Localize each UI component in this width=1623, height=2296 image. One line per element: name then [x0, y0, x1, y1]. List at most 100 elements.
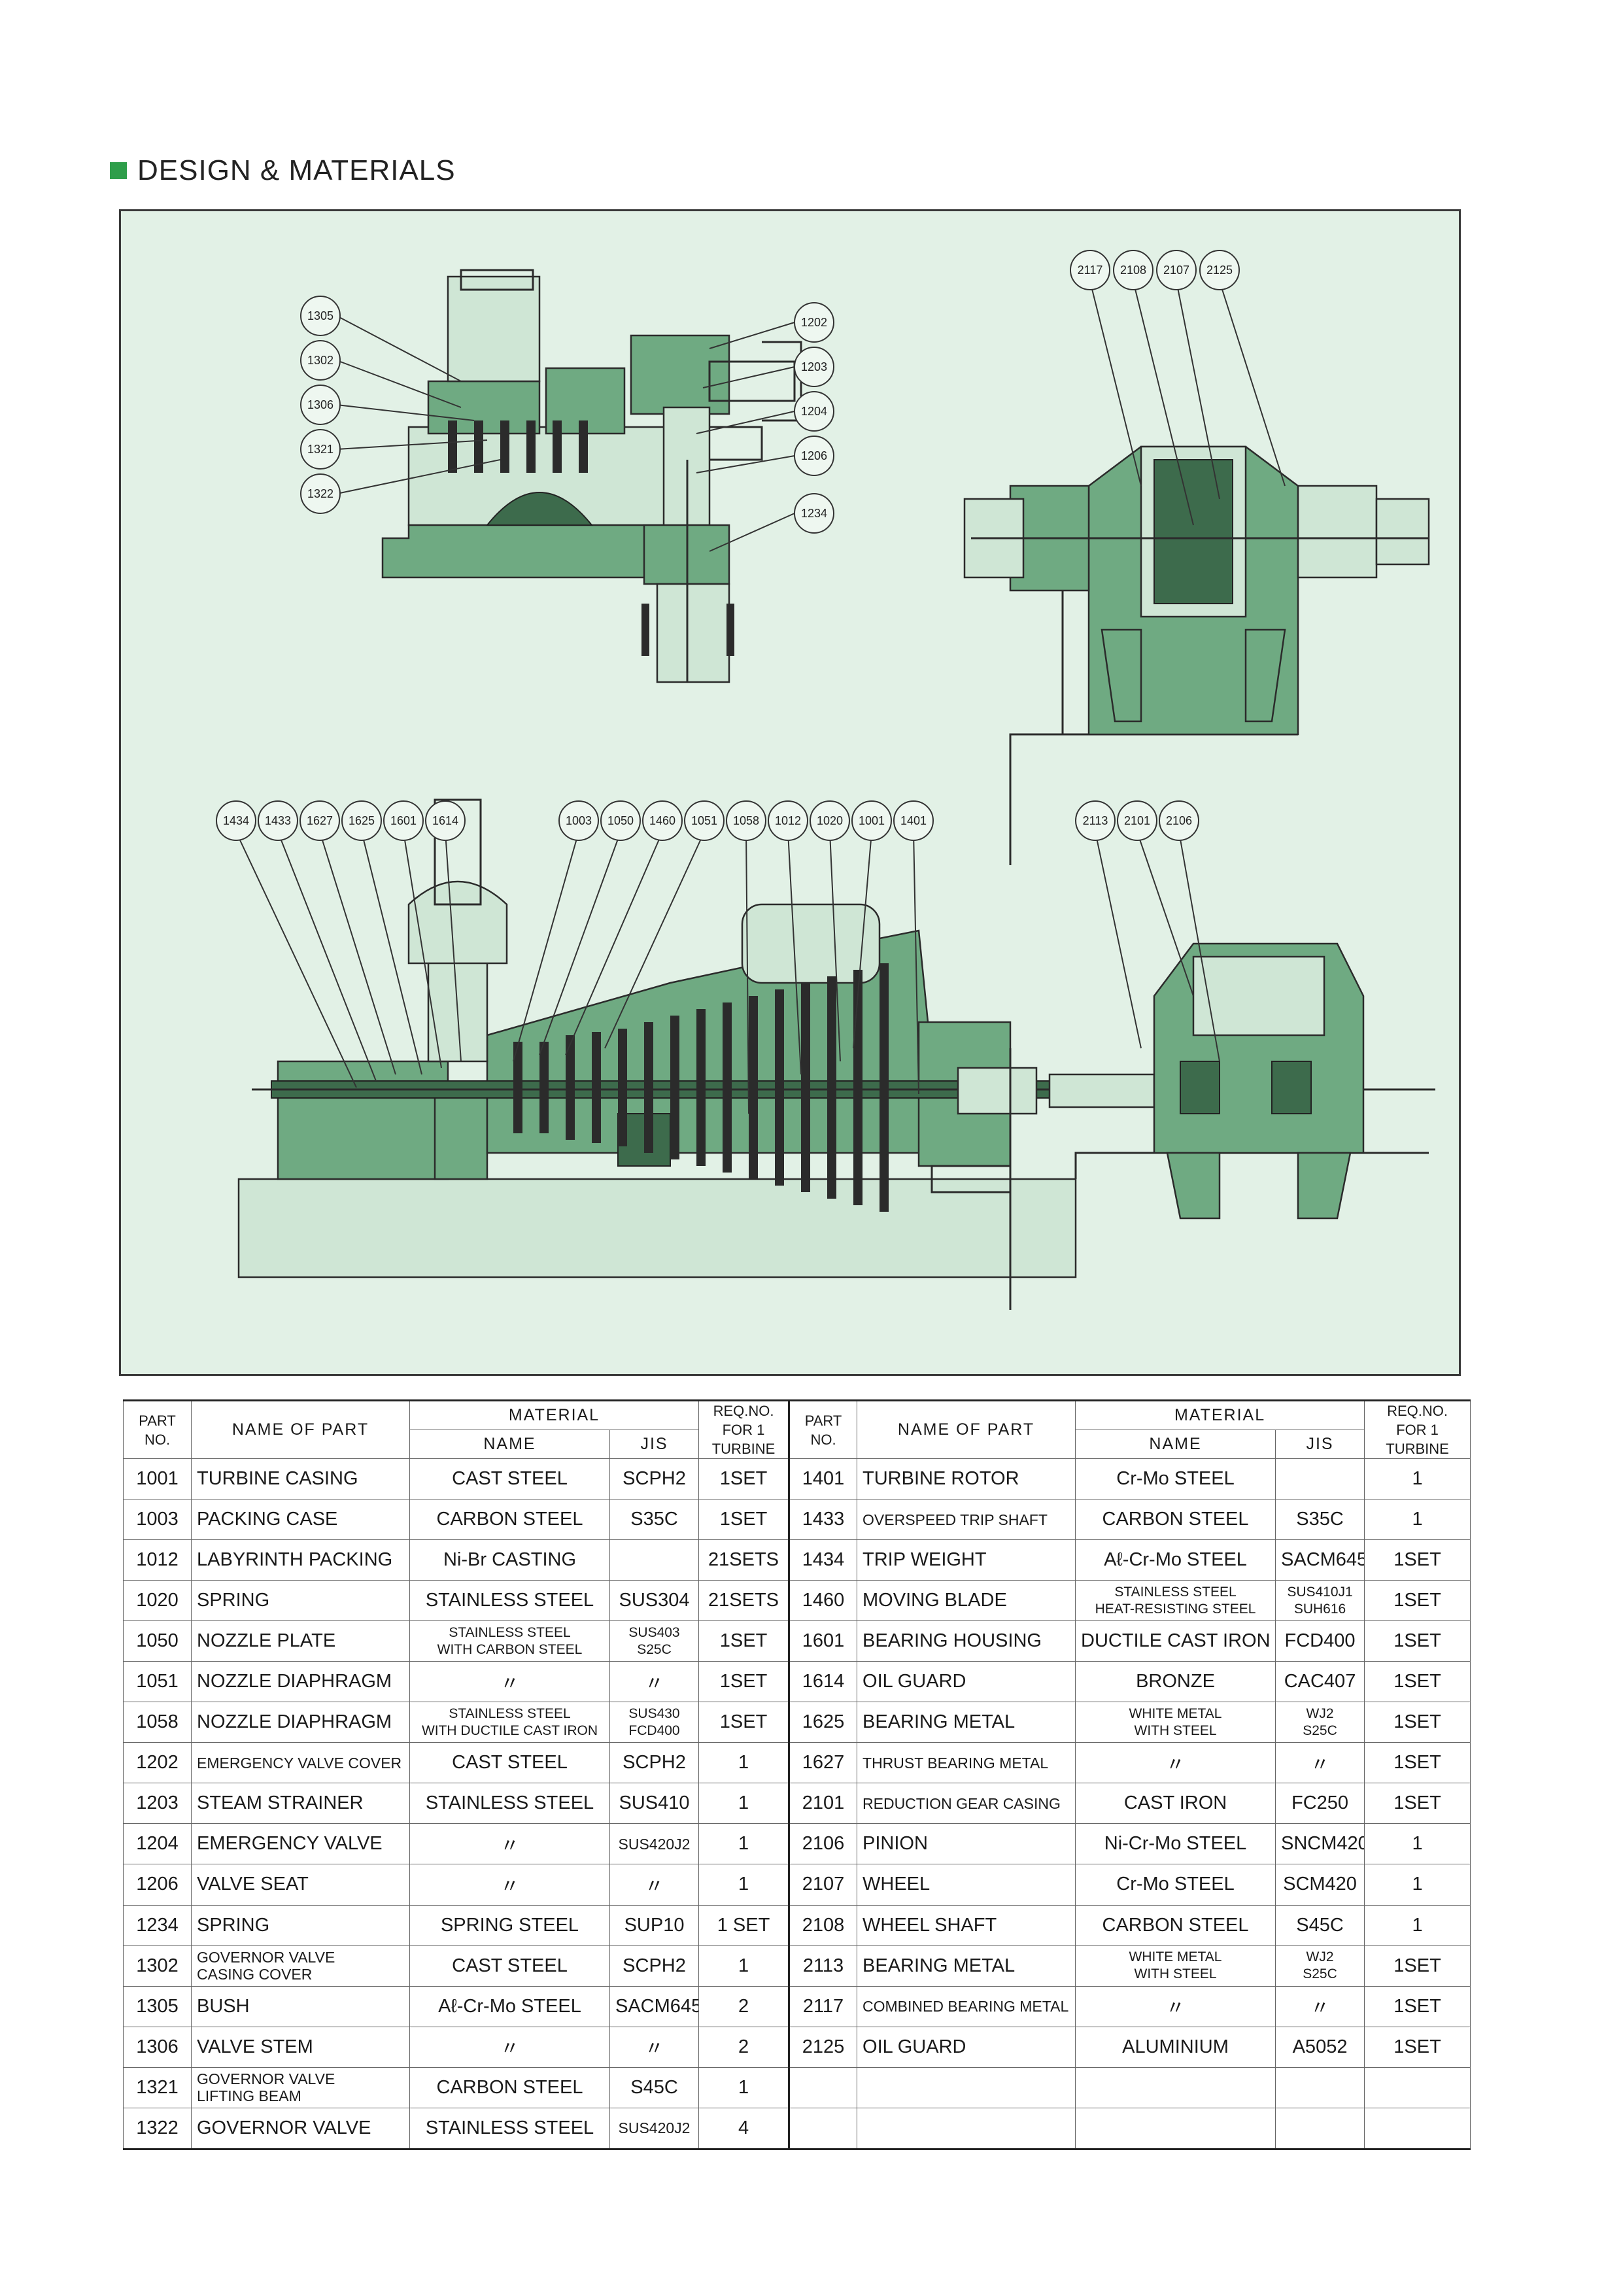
material-name-cell: CARBON STEEL	[409, 1499, 610, 1541]
material-jis-cell: SUS304	[609, 1580, 700, 1622]
callout-circle	[425, 800, 466, 841]
material-name-cell: DUCTILE CAST IRON	[1075, 1620, 1276, 1662]
material-name-cell: STAINLESS STEEL	[409, 1580, 610, 1622]
callout-circle	[300, 473, 341, 514]
callout-circle	[794, 493, 834, 534]
part-callout: 2117	[1070, 250, 1110, 290]
header-name-of-part-right: NAME OF PART	[857, 1399, 1076, 1459]
part-no-cell: 1012	[123, 1539, 192, 1581]
part-no-cell: 1601	[788, 1620, 858, 1662]
material-name-cell: CAST STEEL	[409, 1742, 610, 1784]
material-name-cell: 〃	[1075, 1742, 1276, 1784]
material-jis-cell: FC250	[1275, 1783, 1365, 1825]
callout-label: 1206	[801, 449, 827, 462]
callout-circle	[726, 800, 766, 841]
header-part-no: PART NO.	[123, 1399, 192, 1459]
part-callout: 1433	[258, 800, 298, 841]
material-name-cell: Ni-Br CASTING	[409, 1539, 610, 1581]
part-callout: 1625	[341, 800, 382, 841]
part-name-cell: SPRING	[191, 1904, 410, 1946]
material-jis-cell: SUS420J2	[609, 2107, 700, 2151]
part-callout: 1460	[642, 800, 683, 841]
req-no-cell: 1SET	[698, 1499, 790, 1541]
callout-label: 1460	[649, 814, 675, 827]
material-jis-line1: SUS403	[628, 1624, 680, 1640]
material-name-cell: 〃	[409, 1823, 610, 1865]
callout-circle	[341, 800, 382, 841]
part-no-cell: 1321	[123, 2066, 192, 2108]
callout-label: 1203	[801, 360, 827, 373]
header-req-no: REQ.NO. FOR 1 TURBINE	[698, 1399, 790, 1459]
req-no-cell	[1364, 2107, 1471, 2151]
part-no-cell: 1302	[123, 1945, 192, 1987]
material-jis-cell: A5052	[1275, 2026, 1365, 2068]
material-name-line1: STAINLESS STEEL	[1114, 1584, 1237, 1600]
part-name-cell: TURBINE CASING	[191, 1458, 410, 1500]
callout-label: 2107	[1163, 264, 1189, 277]
part-name-cell: THRUST BEARING METAL	[857, 1742, 1076, 1784]
material-jis-cell: S45C	[609, 2066, 700, 2108]
section-heading: DESIGN & MATERIALS	[110, 154, 456, 187]
material-jis-cell: SACM645	[609, 1985, 700, 2027]
material-jis-cell: 〃	[1275, 1985, 1365, 2027]
part-no-cell: 1433	[788, 1499, 858, 1541]
part-name-cell: NOZZLE DIAPHRAGM	[191, 1661, 410, 1703]
callout-circle	[300, 429, 341, 470]
heading-bullet-icon	[110, 162, 127, 179]
part-name-cell: OIL GUARD	[857, 1661, 1076, 1703]
part-no-cell: 1234	[123, 1904, 192, 1946]
req-no-cell: 1	[698, 1945, 790, 1987]
callout-label: 1058	[733, 814, 759, 827]
part-no-cell: 2108	[788, 1904, 858, 1946]
material-jis-cell: 〃	[609, 2026, 700, 2068]
callout-label: 2108	[1120, 264, 1146, 277]
req-no-cell: 1SET	[1364, 1945, 1471, 1987]
callout-label: 2117	[1078, 264, 1103, 277]
part-callout: 1234	[794, 493, 834, 534]
callout-label: 1020	[817, 814, 843, 827]
callout-label: 1401	[900, 814, 927, 827]
part-no-cell: 2113	[788, 1945, 858, 1987]
material-jis-cell: SUP10	[609, 1904, 700, 1946]
part-callout: 2107	[1156, 250, 1197, 290]
part-name-cell: BEARING HOUSING	[857, 1620, 1076, 1662]
material-name-cell: CARBON STEEL	[409, 2066, 610, 2108]
part-name-cell: VALVE SEAT	[191, 1864, 410, 1906]
part-callout: 1020	[810, 800, 850, 841]
header-req-no-right: REQ.NO. FOR 1 TURBINE	[1364, 1399, 1471, 1459]
part-name-cell: SPRING	[191, 1580, 410, 1622]
req-no-cell: 1SET	[1364, 1742, 1471, 1784]
material-name-cell	[1075, 2107, 1276, 2151]
part-name-cell: BEARING METAL	[857, 1702, 1076, 1743]
part-no-cell: 2106	[788, 1823, 858, 1865]
material-jis-cell	[609, 1539, 700, 1581]
req-no-cell: 1	[1364, 1904, 1471, 1946]
part-no-cell: 1203	[123, 1783, 192, 1825]
material-jis-line2: S25C	[637, 1641, 672, 1657]
part-callout: 2113	[1075, 800, 1116, 841]
material-name-line1: STAINLESS STEEL	[449, 1705, 571, 1721]
callout-label: 1302	[307, 354, 333, 367]
part-callout: 2108	[1113, 250, 1153, 290]
part-callout: 1051	[684, 800, 725, 841]
callout-label: 1601	[390, 814, 417, 827]
callout-circle	[1070, 250, 1110, 290]
part-callout: 1401	[893, 800, 934, 841]
part-name-cell: BUSH	[191, 1985, 410, 2027]
callout-circle	[794, 347, 834, 387]
callout-label: 1627	[307, 814, 333, 827]
part-name-cell: VALVE STEM	[191, 2026, 410, 2068]
turbine-callout-leaders	[235, 831, 1220, 1114]
part-callout: 1012	[768, 800, 808, 841]
material-name-cell: CAST STEEL	[409, 1945, 610, 1987]
